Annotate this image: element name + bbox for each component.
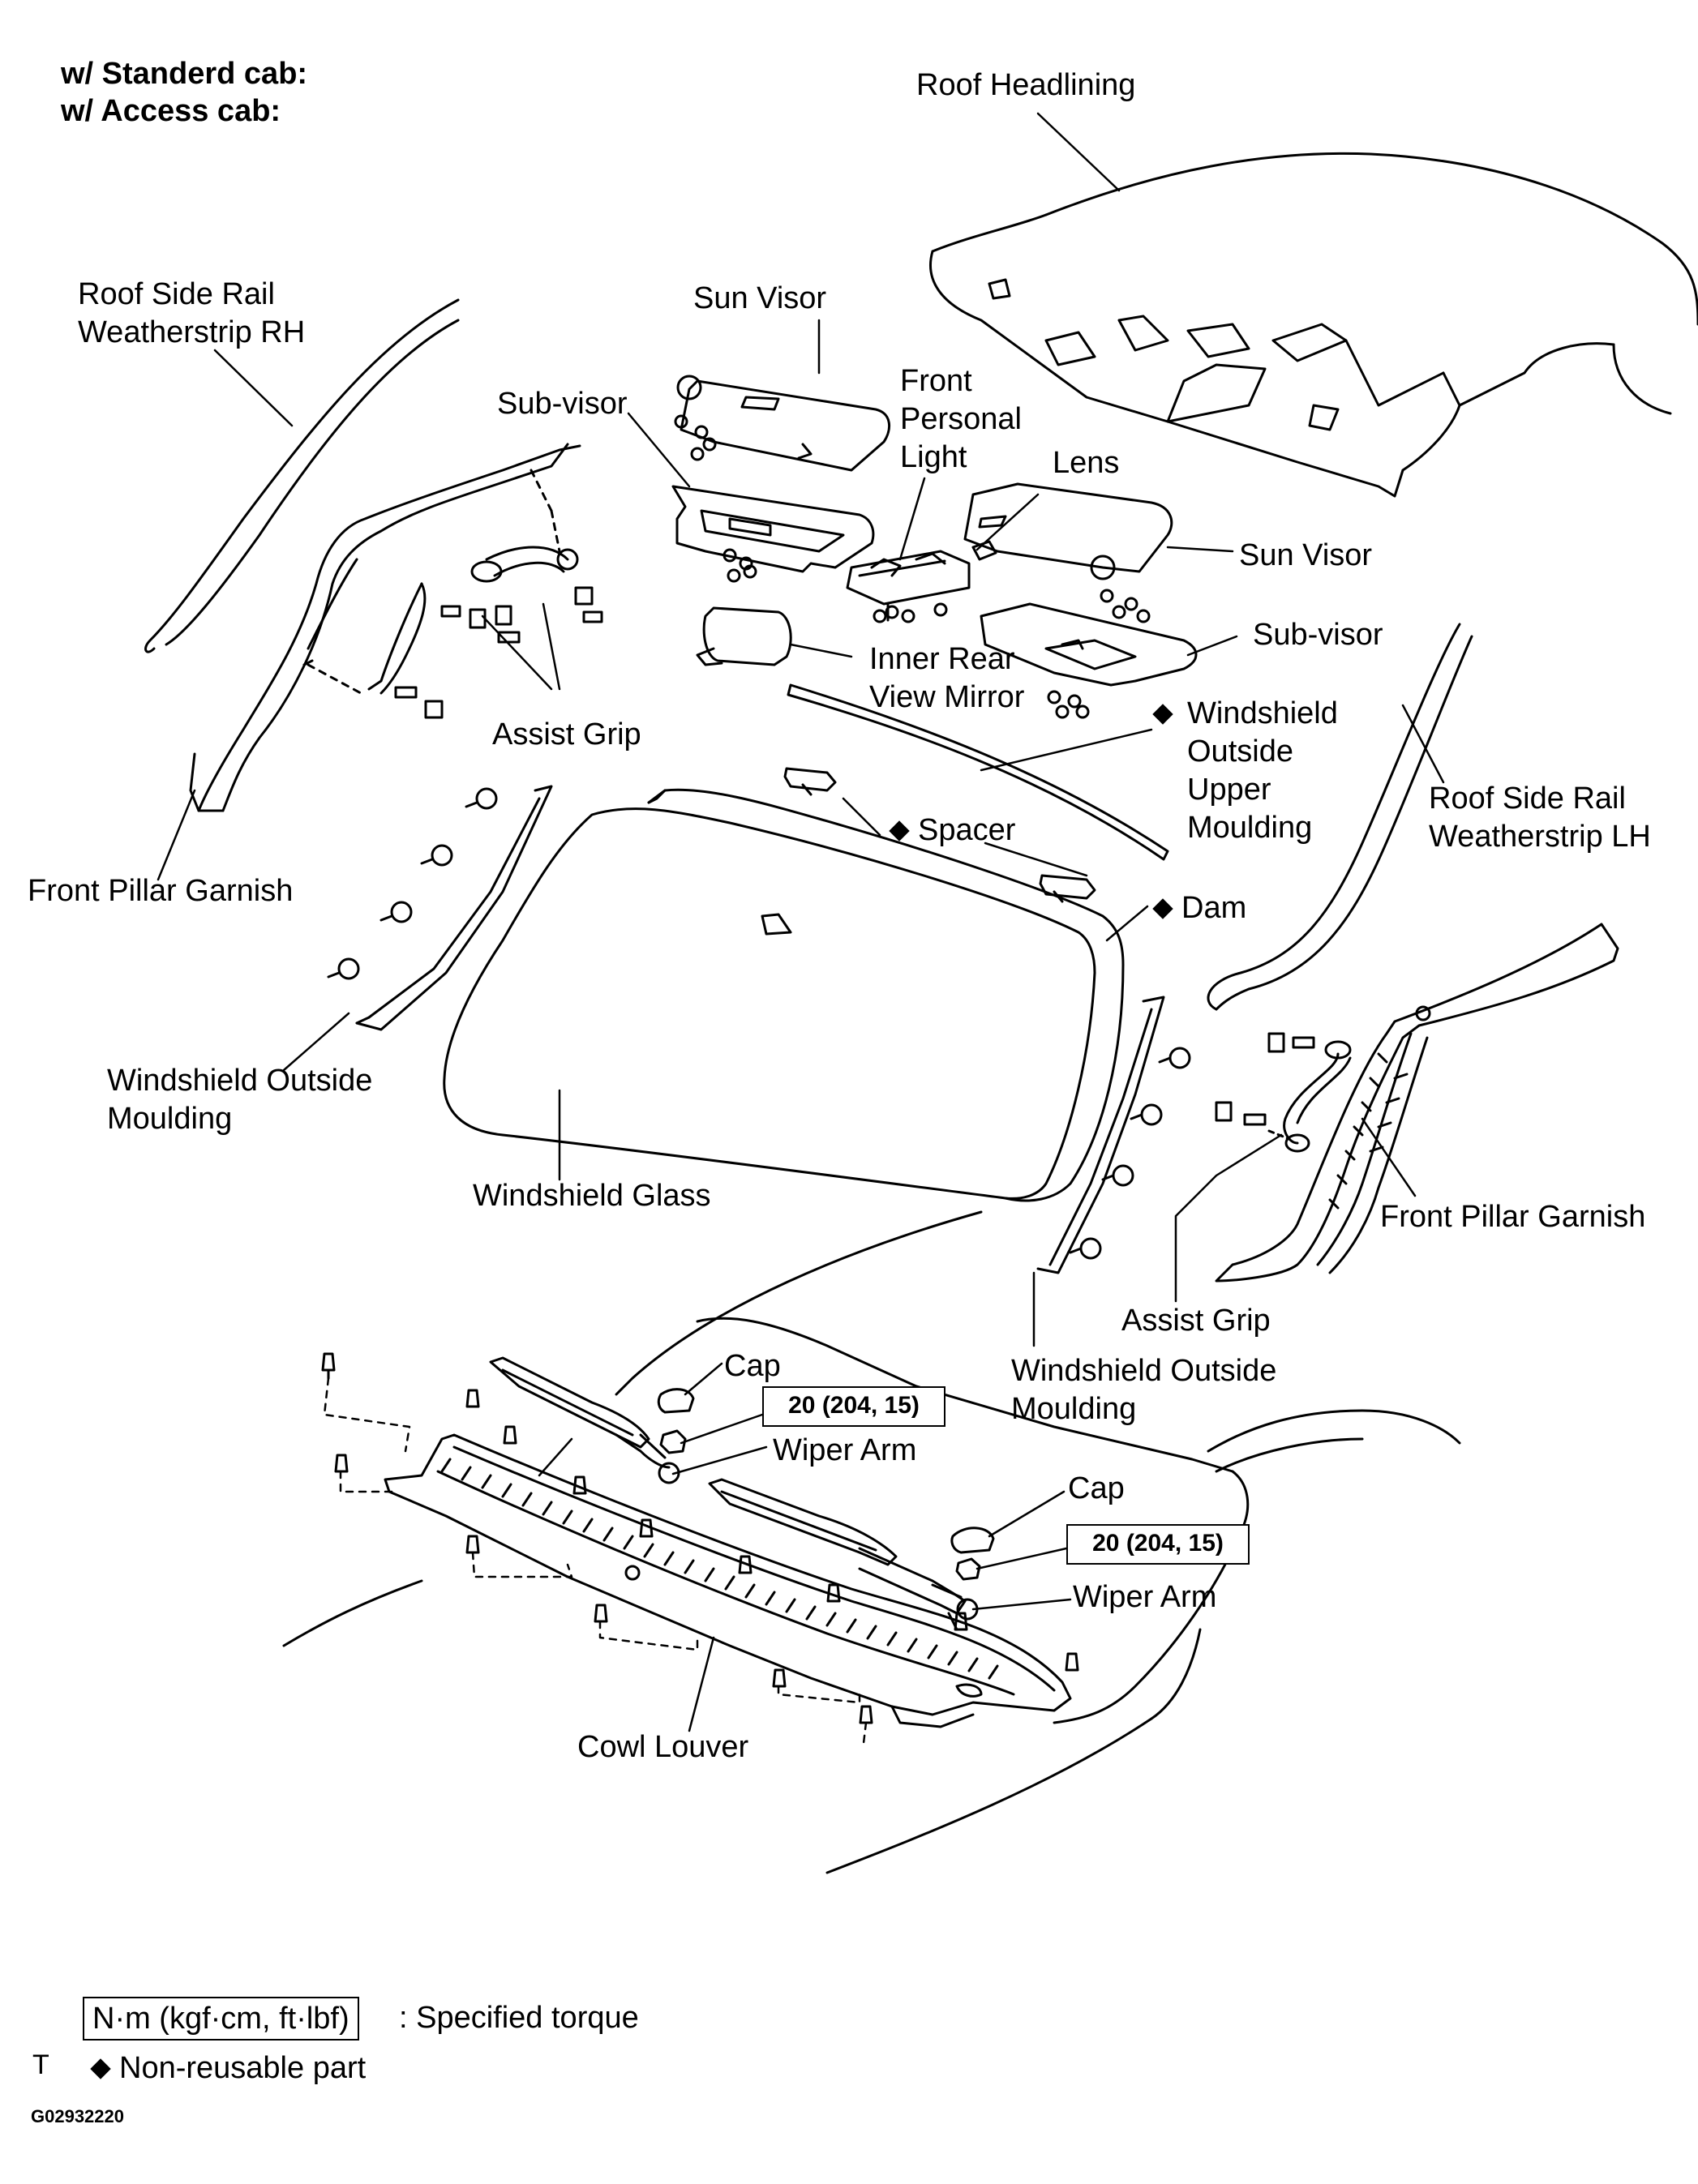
label-cap-1: Cap [724, 1349, 781, 1383]
windshield-outside-moulding-rh-part [355, 785, 553, 1031]
cowl-dashed-leaders [323, 1377, 868, 1745]
legend-non-reusable: Non-reusable part [90, 2048, 367, 2088]
nut-2-part [955, 1557, 981, 1581]
windshield-glass-part [443, 788, 1125, 1202]
cowl-body-outline [282, 1210, 1461, 1874]
non-reusable-marker [90, 2058, 111, 2079]
label-wiper-arm-1: Wiper Arm [773, 1433, 917, 1467]
roof-side-rail-lh-part [1207, 623, 1473, 1011]
label-wiper-arm-2: Wiper Arm [1073, 1580, 1217, 1614]
label-windshield-glass: Windshield Glass [473, 1179, 711, 1213]
screws-visor-2 [1047, 589, 1151, 719]
label-cap-2: Cap [1068, 1471, 1125, 1505]
front-pillar-garnish-lh-part [1215, 923, 1619, 1283]
wiper-arm-2-part [708, 1478, 979, 1631]
label-front-pillar-garnish-2: Front Pillar Garnish [1380, 1200, 1646, 1234]
sun-visor-2-part [963, 482, 1173, 580]
cab-type-line-1: w/ Standerd cab: [61, 57, 308, 91]
cap-2-part [950, 1527, 995, 1554]
non-reusable-marker [889, 820, 910, 841]
inner-rear-view-mirror-part [696, 606, 792, 666]
label-lens: Lens [1053, 446, 1120, 480]
legend-marker: T [32, 2049, 49, 2080]
non-reusable-marker [1152, 704, 1173, 725]
legend-torque-desc: : Specified torque [399, 2001, 639, 2035]
legend-torque-unit: N·m (kgf·cm, ft·lbf) [83, 1997, 359, 2041]
cap-1-part [657, 1388, 695, 1414]
clips-rh [327, 787, 498, 980]
label-dam: Dam [1152, 889, 1247, 927]
label-sub-visor-2: Sub-visor [1253, 618, 1383, 652]
windshield-upper-moulding-part [787, 683, 1169, 861]
cab-type-line-2: w/ Access cab: [61, 94, 281, 128]
label-dam-text: Dam [1181, 891, 1247, 925]
torque-spec-2: 20 (204, 15) [1066, 1524, 1250, 1565]
label-cowl-louver: Cowl Louver [577, 1730, 749, 1764]
label-windshield-outside-moulding-2: Windshield Outside Moulding [1011, 1354, 1277, 1426]
label-sub-visor-1: Sub-visor [497, 387, 628, 421]
label-windshield-outside-upper-moulding: Windshield Outside Upper Moulding [1152, 695, 1338, 845]
nut-1-part [659, 1429, 687, 1454]
non-reusable-marker [1152, 898, 1173, 919]
label-spacer: Spacer [889, 812, 1016, 850]
leader-lines [157, 112, 1445, 1732]
label-assist-grip-2: Assist Grip [1121, 1304, 1271, 1338]
windshield-outside-moulding-lh-part [1036, 996, 1165, 1274]
roof-side-rail-rh-part [144, 298, 460, 653]
cowl-clips [321, 1352, 1079, 1724]
label-front-pillar-garnish-1: Front Pillar Garnish [28, 874, 294, 908]
fasteners-rh [307, 469, 603, 719]
label-inner-rear-view-mirror: Inner Rear View Mirror [869, 642, 1025, 714]
wiper-arm-1-part [489, 1356, 680, 1484]
front-pillar-garnish-rh-part [189, 443, 581, 812]
screws-visor-1 [674, 414, 757, 583]
sub-visor-1-part [671, 485, 875, 573]
label-roof-headlining: Roof Headlining [916, 68, 1136, 102]
label-windshield-upper-moulding-text: Windshield Outside Upper Moulding [1187, 696, 1338, 845]
label-roof-side-rail-lh: Roof Side Rail Weatherstrip LH [1429, 782, 1651, 854]
clips-lh [1069, 1047, 1191, 1260]
front-personal-light-part [846, 550, 971, 623]
sun-visor-1-part [676, 375, 891, 472]
assist-grip-rh-part [367, 546, 579, 695]
label-front-personal-light: Front Personal Light [900, 364, 1022, 474]
label-roof-side-rail-rh: Roof Side Rail Weatherstrip RH [78, 277, 306, 349]
label-assist-grip-1: Assist Grip [492, 717, 641, 752]
figure-code: G02932220 [31, 2106, 124, 2126]
label-sun-visor-2: Sun Visor [1239, 538, 1373, 572]
assist-grip-lh-part [1215, 1032, 1352, 1153]
torque-spec-1: 20 (204, 15) [762, 1386, 945, 1427]
cowl-louver-part [384, 1433, 1072, 1728]
sub-visor-2-part [980, 602, 1198, 687]
label-windshield-outside-moulding-1: Windshield Outside Moulding [107, 1064, 373, 1136]
label-sun-visor-1: Sun Visor [693, 281, 827, 315]
roof-headlining-part [929, 152, 1698, 498]
legend-non-reusable-text: Non-reusable part [119, 2051, 367, 2085]
label-spacer-text: Spacer [918, 813, 1016, 847]
